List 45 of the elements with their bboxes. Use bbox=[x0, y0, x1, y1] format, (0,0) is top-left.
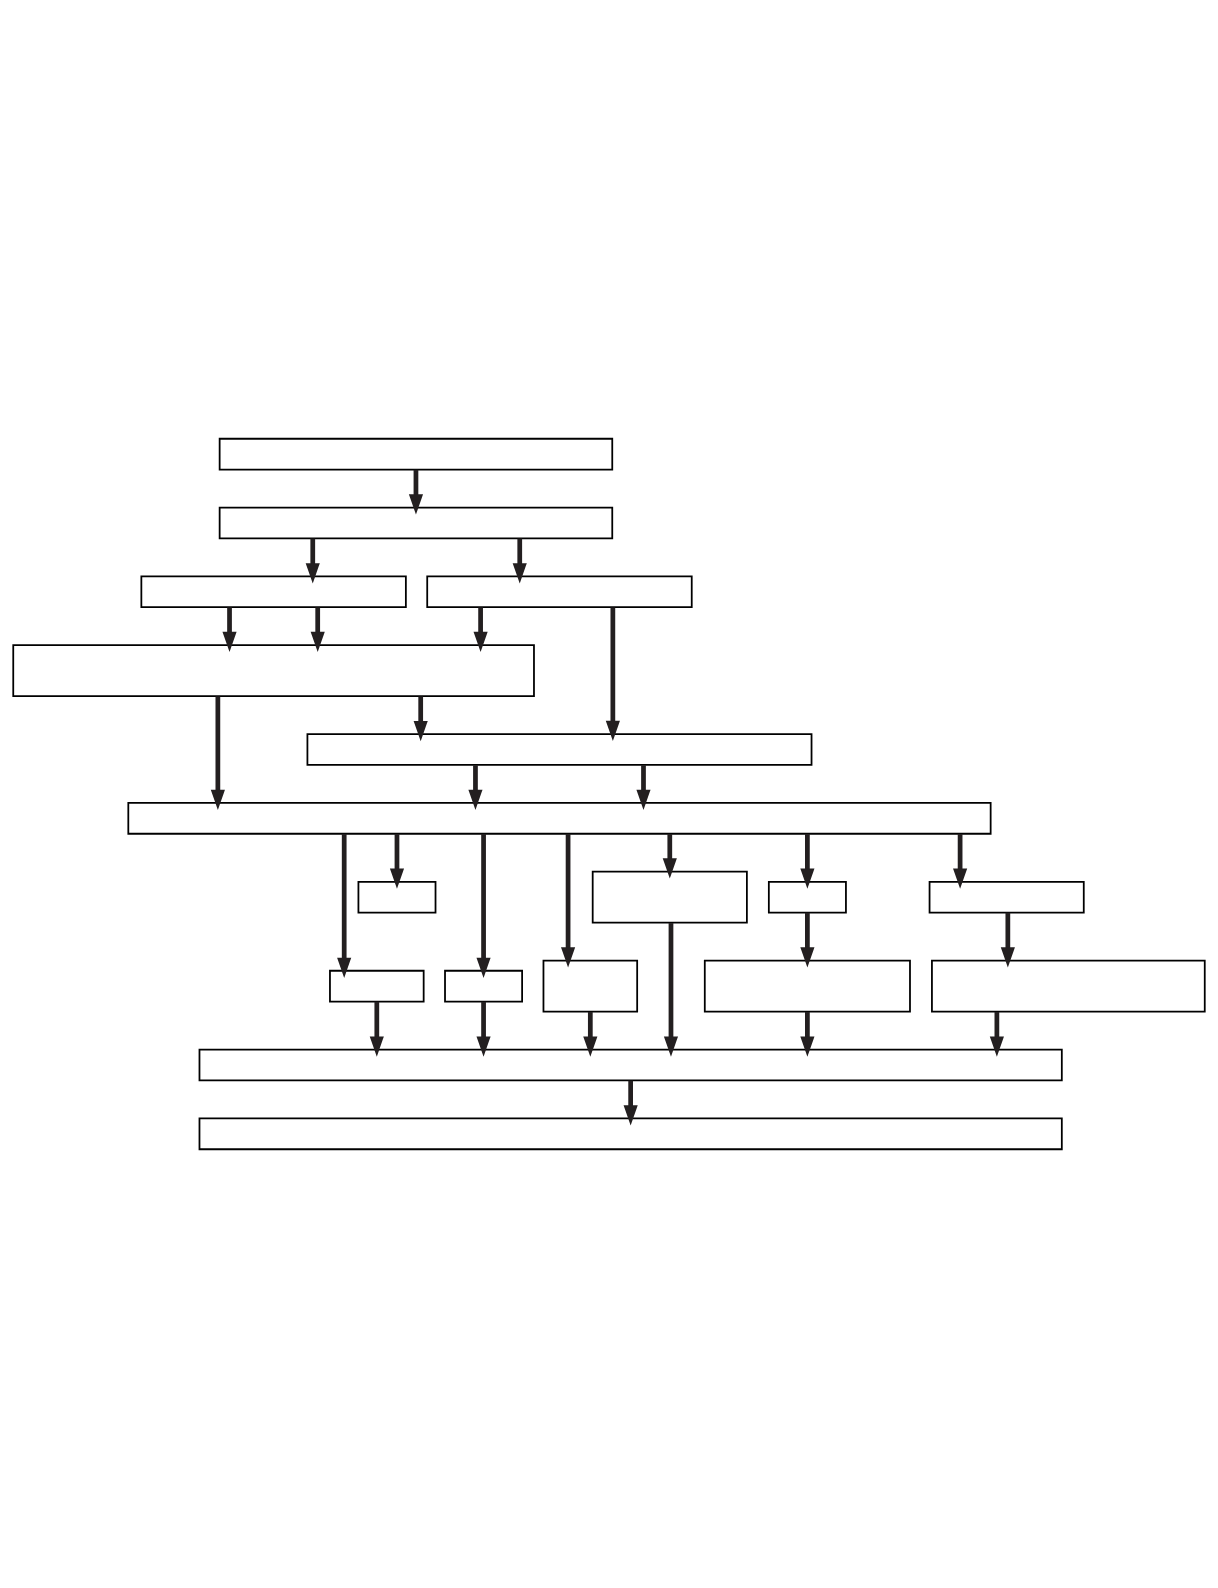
arrow bbox=[623, 1080, 638, 1126]
arrow bbox=[636, 765, 651, 810]
node-box bbox=[218, 506, 614, 540]
node-box bbox=[767, 880, 847, 914]
node-box bbox=[198, 1048, 1063, 1082]
node-box bbox=[140, 575, 407, 609]
arrow bbox=[663, 923, 679, 1057]
arrow bbox=[800, 912, 815, 968]
arrow bbox=[953, 833, 968, 889]
node-box bbox=[542, 959, 639, 1013]
node-box bbox=[306, 733, 813, 766]
node-box bbox=[198, 1117, 1063, 1151]
arrow bbox=[800, 833, 815, 889]
arrow bbox=[476, 1001, 491, 1057]
arrow bbox=[989, 1012, 1004, 1057]
node-box bbox=[127, 802, 992, 835]
node-box bbox=[928, 880, 1085, 914]
arrow bbox=[337, 833, 352, 978]
arrow bbox=[473, 607, 488, 652]
arrow bbox=[210, 696, 225, 811]
arrow bbox=[413, 696, 428, 742]
arrow bbox=[310, 607, 325, 652]
node-box bbox=[591, 870, 748, 924]
arrow bbox=[583, 1012, 598, 1057]
node-box bbox=[329, 969, 425, 1003]
arrow bbox=[1000, 912, 1015, 968]
node-box bbox=[218, 437, 614, 471]
node-box bbox=[357, 880, 437, 914]
arrow bbox=[476, 833, 491, 978]
node-box bbox=[703, 959, 911, 1013]
arrow bbox=[800, 1012, 815, 1057]
arrow bbox=[605, 607, 620, 742]
arrow bbox=[305, 538, 320, 584]
node-box bbox=[931, 959, 1206, 1013]
arrow bbox=[662, 833, 677, 879]
arrow bbox=[468, 765, 483, 810]
arrow bbox=[512, 538, 527, 584]
arrow bbox=[369, 1001, 384, 1057]
node-box bbox=[12, 644, 535, 698]
node-box bbox=[444, 969, 523, 1003]
arrow bbox=[222, 607, 237, 652]
node-box bbox=[426, 575, 693, 609]
arrow bbox=[408, 469, 424, 515]
arrow bbox=[389, 833, 405, 889]
arrow bbox=[561, 833, 576, 968]
